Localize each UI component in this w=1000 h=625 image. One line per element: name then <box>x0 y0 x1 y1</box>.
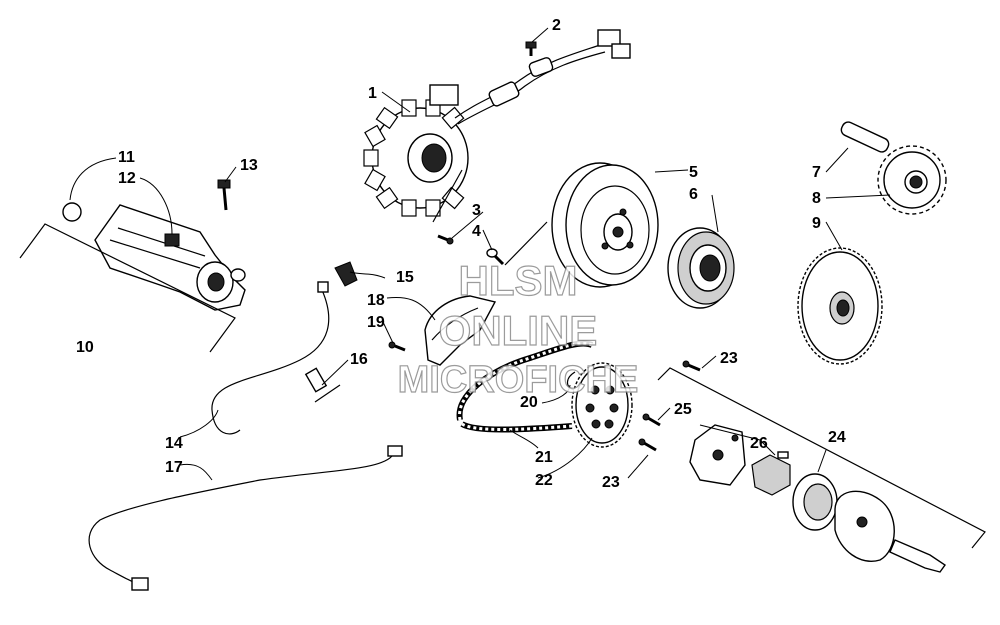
watermark-line2: ONLINE <box>439 307 598 354</box>
callout-2: 2 <box>552 17 561 34</box>
callout-10: 10 <box>76 339 94 356</box>
callout-8: 8 <box>812 190 821 207</box>
timing-chain <box>456 340 594 433</box>
retaining-clip <box>566 371 576 391</box>
bolt-2 <box>525 41 537 56</box>
callout-23-bottom: 23 <box>602 474 620 491</box>
callout-7: 7 <box>812 164 821 181</box>
starter-motor <box>62 202 246 311</box>
callout-15: 15 <box>396 269 414 286</box>
callout-6: 6 <box>689 186 698 203</box>
callout-5: 5 <box>689 164 698 181</box>
callout-14: 14 <box>165 435 183 452</box>
callout-16: 16 <box>350 351 368 368</box>
idler-gear <box>877 145 947 215</box>
callout-11: 11 <box>118 149 135 166</box>
callout-24: 24 <box>828 429 846 446</box>
driven-gear <box>797 247 883 365</box>
bolt-13 <box>217 179 231 211</box>
callout-3: 3 <box>472 202 481 219</box>
terminal-cap <box>334 261 358 287</box>
callout-20: 20 <box>520 394 538 411</box>
drive-sprocket <box>571 362 633 448</box>
idler-shaft <box>840 121 890 153</box>
stator-assembly <box>363 29 631 217</box>
screw-19 <box>388 341 406 352</box>
starter-cable <box>211 281 341 435</box>
watermark-line1: HLSM <box>459 257 578 304</box>
callout-13: 13 <box>240 157 258 174</box>
callout-19: 19 <box>367 314 385 331</box>
callout-17: 17 <box>165 459 183 476</box>
callout-1: 1 <box>368 85 377 102</box>
watermark: HLSM ONLINE MICROFICHE <box>397 256 639 401</box>
chain-cover <box>424 295 497 366</box>
callout-12: 12 <box>118 170 136 187</box>
callout-25: 25 <box>674 401 692 418</box>
callout-numbers: 1 2 3 4 5 6 7 8 9 10 11 12 13 14 15 16 1… <box>76 17 846 491</box>
starter-clutch <box>667 227 735 309</box>
callout-23-top: 23 <box>720 350 738 367</box>
callout-9: 9 <box>812 215 821 232</box>
screw-3 <box>437 234 454 245</box>
watermark-line3: MICROFICHE <box>398 359 639 401</box>
leader-lines <box>69 27 891 481</box>
flywheel <box>551 162 659 288</box>
callout-4: 4 <box>472 223 481 240</box>
oil-pump-assembly <box>638 360 946 573</box>
bracket-3-4 <box>432 169 548 266</box>
callout-18: 18 <box>367 292 385 309</box>
callout-21: 21 <box>535 449 553 466</box>
bracket-10 <box>19 223 236 353</box>
callout-26: 26 <box>750 435 768 452</box>
ground-cable <box>88 445 403 591</box>
bracket-24 <box>657 367 986 549</box>
callout-22: 22 <box>535 472 553 489</box>
